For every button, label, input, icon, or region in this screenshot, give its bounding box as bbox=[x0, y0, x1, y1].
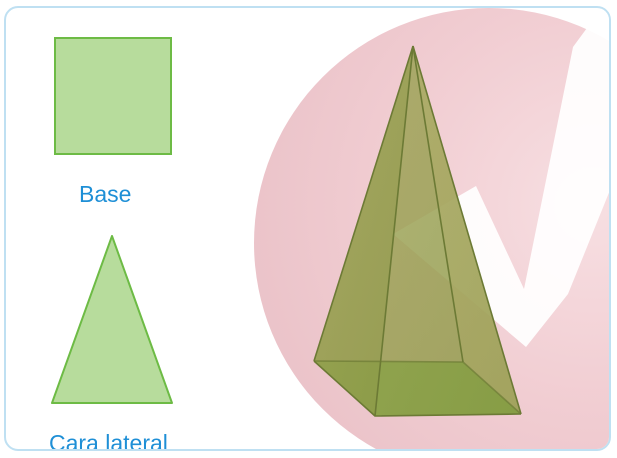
pyramid-left-face bbox=[314, 46, 413, 416]
lateral-face-label: Cara lateral bbox=[49, 430, 168, 451]
square-pyramid-3d bbox=[313, 45, 522, 417]
diagram-canvas bbox=[51, 8, 609, 449]
pyramid-edges bbox=[313, 45, 522, 417]
diagram-frame: Base Cara lateral bbox=[4, 6, 611, 451]
base-label: Base bbox=[79, 181, 132, 207]
square-base-shape bbox=[54, 37, 172, 155]
triangle-lateral-face-shape bbox=[51, 235, 173, 404]
